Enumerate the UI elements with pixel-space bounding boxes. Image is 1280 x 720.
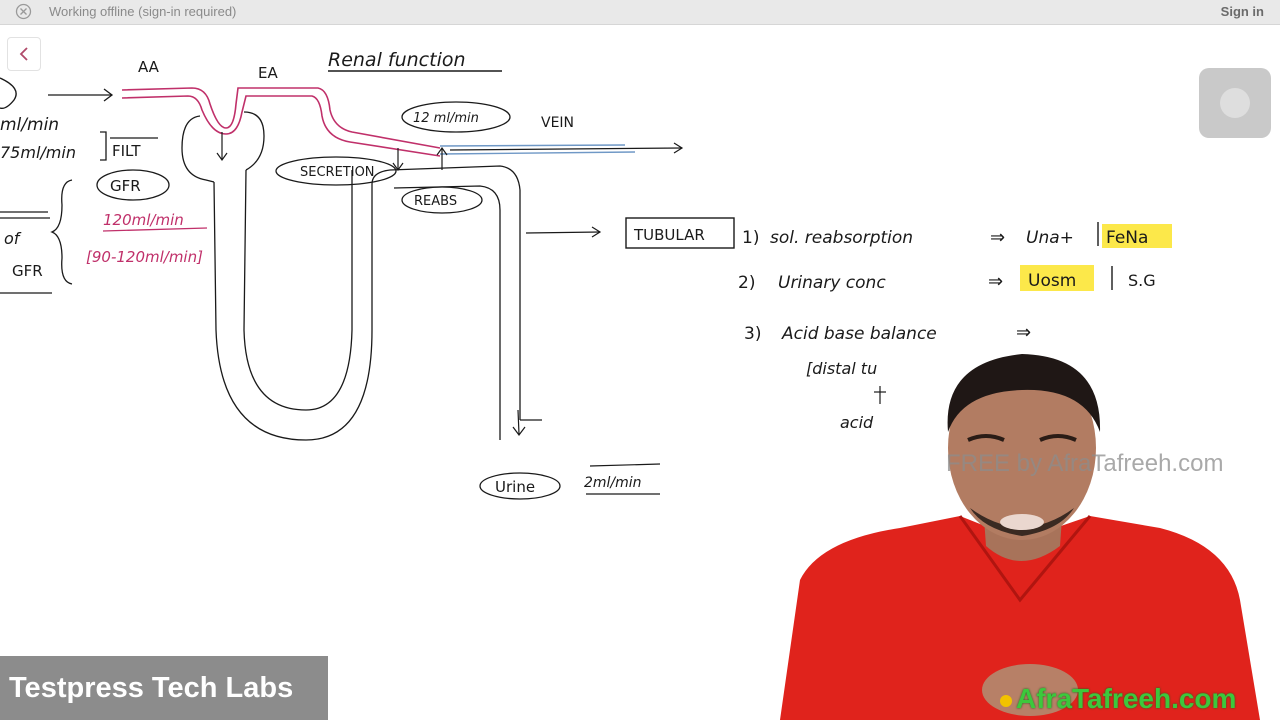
ea-label: EA bbox=[258, 64, 278, 82]
secretion-oval bbox=[275, 156, 397, 186]
vein-flow-label: 12 ml/min bbox=[413, 111, 479, 126]
left-label-2: 75ml/min bbox=[0, 143, 76, 162]
implies-arrow-1: ⇒ bbox=[990, 227, 1005, 248]
note-1-number: 1) bbox=[742, 228, 759, 248]
back-button[interactable] bbox=[7, 37, 41, 71]
offline-status-text: Working offline (sign-in required) bbox=[49, 4, 237, 19]
gfr-label: GFR bbox=[110, 177, 141, 195]
brand-name: Testpress Tech Labs bbox=[9, 672, 294, 704]
note-4-text: [distal tu bbox=[806, 359, 877, 378]
note-1-result-a: Una+ bbox=[1026, 228, 1074, 248]
urine-label: Urine bbox=[495, 478, 535, 496]
tubular-label: TUBULAR bbox=[633, 226, 705, 244]
board-title: Renal function bbox=[328, 49, 466, 71]
note-2-result-b: S.G bbox=[1128, 271, 1156, 290]
note-3-number: 3) bbox=[744, 324, 761, 344]
gfr-range: [90-120ml/min] bbox=[86, 248, 203, 266]
left-label-4: GFR bbox=[12, 262, 43, 280]
close-icon[interactable] bbox=[15, 3, 32, 20]
gfr-value: 120ml/min bbox=[103, 211, 184, 229]
vein-flow-oval bbox=[401, 101, 511, 133]
presenter-video bbox=[780, 354, 1260, 720]
note-2-result-a: Uosm bbox=[1028, 271, 1076, 291]
watermark-logo-text: AfraTafreeh.com bbox=[1016, 683, 1237, 714]
urine-rate: 2ml/min bbox=[584, 475, 642, 491]
left-label-1: ml/min bbox=[0, 115, 59, 135]
floating-control-button[interactable] bbox=[1199, 68, 1271, 138]
fena-highlight bbox=[1102, 224, 1172, 248]
note-3-text: Acid base balance bbox=[781, 324, 937, 344]
record-button-icon bbox=[1220, 88, 1250, 118]
left-label-3: of bbox=[4, 229, 22, 248]
note-5-text: acid bbox=[840, 413, 874, 432]
reabs-label: REABS bbox=[414, 194, 457, 209]
implies-arrow-2: ⇒ bbox=[988, 271, 1003, 292]
sign-in-link[interactable]: Sign in bbox=[1220, 4, 1264, 19]
uosm-highlight bbox=[1020, 265, 1094, 291]
logo-dot-icon bbox=[1000, 694, 1012, 707]
brand-banner: Testpress Tech Labs bbox=[0, 656, 328, 720]
chevron-left-icon bbox=[19, 47, 28, 61]
aa-label: AA bbox=[138, 58, 160, 76]
reabs-oval bbox=[401, 186, 483, 214]
gfr-oval bbox=[96, 169, 170, 201]
note-2-number: 2) bbox=[738, 273, 755, 293]
offline-status-bar: Working offline (sign-in required) Sign … bbox=[0, 0, 1280, 25]
watermark-logo: AfraTafreeh.com bbox=[1000, 683, 1236, 715]
whiteboard-canvas: Renal function ml/min 75ml/min FILT of G… bbox=[0, 49, 1172, 500]
note-1-result-b: FeNa bbox=[1106, 228, 1148, 248]
watermark-text: FREE by AfraTafreeh.com bbox=[946, 450, 1224, 477]
tubular-box bbox=[625, 217, 735, 249]
secretion-label: SECRETION bbox=[300, 165, 375, 180]
vein-label: VEIN bbox=[541, 115, 574, 131]
note-2-text: Urinary conc bbox=[778, 273, 886, 293]
filt-label: FILT bbox=[112, 142, 141, 160]
implies-arrow-3: ⇒ bbox=[1016, 322, 1031, 343]
note-1-text: sol. reabsorption bbox=[770, 228, 913, 248]
urine-oval bbox=[479, 472, 561, 500]
